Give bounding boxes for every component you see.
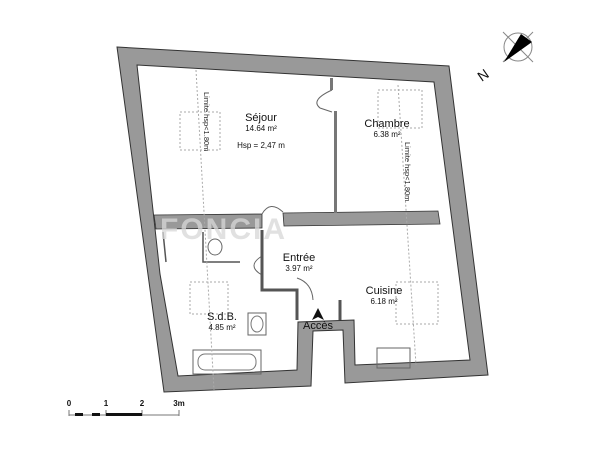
compass-icon bbox=[502, 31, 534, 63]
height-limit-label: Limite hsp<1.80m bbox=[202, 92, 211, 152]
interior-wall bbox=[153, 210, 441, 230]
interior-wall bbox=[330, 78, 333, 90]
bathtub-inner-icon bbox=[197, 353, 257, 371]
room-area: 4.85 m² bbox=[208, 323, 236, 332]
room-name: Entrée bbox=[282, 252, 316, 264]
room-cuisine: Cuisine 6.18 m² bbox=[366, 285, 403, 306]
room-area: 6.18 m² bbox=[370, 297, 398, 306]
door-swing bbox=[253, 255, 314, 301]
door-swing bbox=[261, 206, 284, 215]
skylight-outline bbox=[377, 89, 423, 129]
room-entree: Entrée 3.97 m² bbox=[283, 252, 315, 273]
scale-tick: 0 bbox=[66, 399, 72, 408]
sink-basin-icon bbox=[250, 315, 264, 333]
room-area: 3.97 m² bbox=[285, 264, 313, 273]
interior-wall bbox=[162, 231, 240, 263]
room-sdb: S.d.B. 4.85 m² bbox=[207, 311, 237, 332]
scale-tick: 3m bbox=[173, 399, 185, 408]
door-swing bbox=[316, 89, 333, 113]
height-limit-label: Limite hsp<1.80m bbox=[403, 142, 412, 202]
skylight-outline bbox=[395, 281, 439, 325]
kitchen-sink-icon bbox=[376, 347, 411, 369]
room-area: 6.38 m² bbox=[373, 130, 401, 139]
room-name: Séjour bbox=[245, 112, 277, 124]
scale-tick: 1 bbox=[103, 399, 109, 408]
room-name: Cuisine bbox=[365, 285, 403, 297]
skylight-outline bbox=[189, 281, 229, 315]
watermark: FONCIA bbox=[160, 213, 287, 246]
skylight-outline bbox=[179, 111, 221, 151]
height-limit-line bbox=[195, 69, 417, 391]
room-name: Chambre bbox=[364, 118, 410, 130]
room-name: S.d.B. bbox=[207, 311, 237, 323]
sink-icon bbox=[247, 312, 267, 336]
exterior-wall bbox=[116, 46, 489, 393]
access-arrow-icon bbox=[312, 308, 324, 320]
bathtub-icon bbox=[192, 349, 262, 375]
ceiling-height: Hsp = 2,47 m bbox=[237, 141, 285, 150]
toilet-icon bbox=[207, 238, 223, 256]
interior-wall bbox=[334, 111, 337, 213]
room-sejour: Séjour 14.64 m² Hsp = 2,47 m bbox=[237, 112, 285, 150]
interior-wall bbox=[260, 230, 299, 320]
scale-bar bbox=[68, 410, 180, 416]
room-area: 14.64 m² bbox=[245, 124, 277, 133]
scale-tick: 2 bbox=[139, 399, 145, 408]
room-chambre: Chambre 6.38 m² bbox=[364, 118, 409, 139]
access-label: Accès bbox=[303, 320, 333, 332]
